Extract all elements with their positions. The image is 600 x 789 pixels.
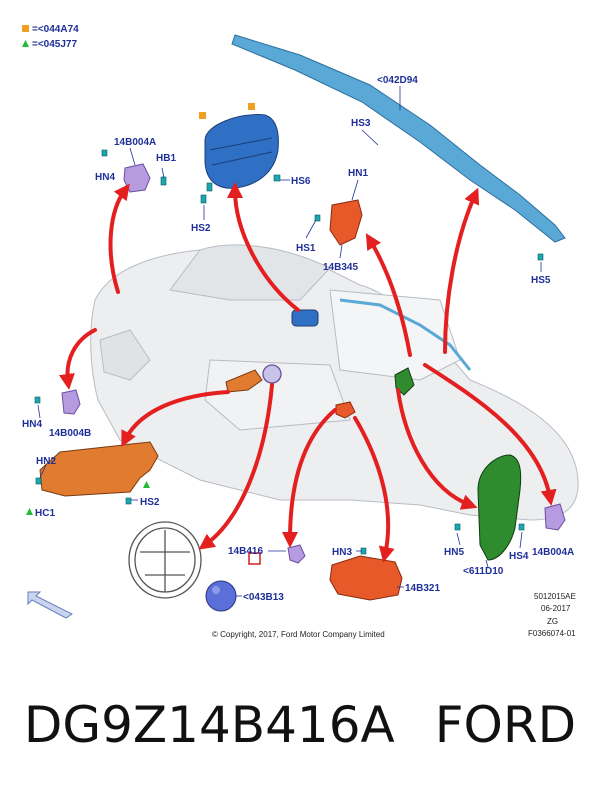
label-hc1: HC1 (35, 508, 55, 519)
arrow-to-sensor-right (423, 363, 557, 506)
part-labels: <042D94 HS3 HS5 14B004A HB1 HN4 HS6 HS2 … (22, 75, 574, 603)
impact-sensor-right (544, 503, 566, 531)
arrow-to-sensor-top (108, 183, 130, 294)
label-hn4-top: HN4 (95, 172, 115, 183)
label-hs1: HS1 (296, 243, 316, 254)
label-043b13: <043B13 (243, 592, 284, 603)
legend-item-label: =<044A74 (32, 24, 79, 35)
restraints-control-module (329, 401, 403, 601)
label-14b004a-right: 14B004A (532, 547, 574, 558)
label-hn4-left: HN4 (22, 419, 42, 430)
label-hs2-top: HS2 (191, 223, 211, 234)
callout-arrows (58, 182, 557, 563)
copyright-notice: © Copyright, 2017, Ford Motor Company Li… (212, 630, 385, 639)
label-hs5: HS5 (531, 275, 551, 286)
clockspring-sensor (248, 544, 306, 565)
label-14b345: 14B345 (323, 262, 358, 273)
arrow-to-passenger-airbag (227, 182, 300, 312)
arrow-to-clockspring (282, 408, 337, 548)
arrow-to-knee-airbag (121, 390, 230, 448)
legend-item-label: =<045J77 (32, 39, 77, 50)
arrow-to-seat-airbag (396, 388, 478, 510)
caption: DG9Z14B416A FORD (0, 690, 600, 760)
legend-square-icon (22, 25, 29, 32)
label-14b004a-top: 14B004A (114, 137, 156, 148)
label-14b321: 14B321 (405, 583, 440, 594)
seat-side-airbag (394, 367, 522, 561)
steering-wheel (128, 364, 282, 599)
orange-marker-icon (199, 112, 206, 119)
connector-icons (34, 149, 544, 555)
green-marker-icon (143, 481, 150, 488)
figure-number: F0366074-01 (528, 629, 576, 638)
arrow-to-rcm (353, 416, 395, 563)
drawing-zone: ZG (547, 617, 558, 626)
side-impact-sensor (329, 199, 363, 246)
label-hs4: HS4 (509, 551, 529, 562)
knee-airbag (39, 369, 263, 497)
legend-triangle-icon (22, 40, 29, 47)
part-number: DG9Z14B416A (23, 696, 395, 754)
label-14b416: 14B416 (228, 546, 263, 557)
vehicle-body (90, 244, 579, 521)
view-direction-arrow-icon (27, 591, 73, 619)
label-hn2: HN2 (36, 456, 56, 467)
label-hs6: HS6 (291, 176, 311, 187)
arrow-to-sensor-left (58, 328, 97, 390)
label-hn1: HN1 (348, 168, 368, 179)
label-hs2-bottom: HS2 (140, 497, 160, 508)
green-marker-icon (26, 508, 33, 515)
orange-marker-icon (248, 103, 255, 110)
passenger-airbag-module (204, 114, 319, 327)
label-14b004b: 14B004B (49, 428, 91, 439)
drawing-metadata: 5012015AE 06-2017 ZG F0366074-01 © Copyr… (212, 592, 576, 639)
label-hn5: HN5 (444, 547, 464, 558)
legend: =<044A74 =<045J77 (22, 24, 79, 50)
drawing-date: 06-2017 (541, 604, 571, 613)
airbag-exploded-diagram: =<044A74 =<045J77 (22, 24, 579, 639)
impact-sensor-top (123, 163, 151, 193)
arrow-to-steering-wheel (198, 383, 274, 550)
label-611d10: <611D10 (463, 566, 504, 577)
arrow-to-curtain (443, 187, 480, 354)
label-curtain-airbag: <042D94 (377, 75, 418, 86)
label-hn3: HN3 (332, 547, 352, 558)
label-hs3: HS3 (351, 118, 371, 129)
brand-name: FORD (434, 696, 577, 754)
drawing-code: 5012015AE (534, 592, 576, 601)
label-hb1: HB1 (156, 153, 176, 164)
driver-airbag (205, 580, 237, 612)
impact-sensor-left (61, 389, 81, 415)
arrow-to-side-sensor (365, 233, 412, 357)
leader-lines (37, 86, 542, 597)
